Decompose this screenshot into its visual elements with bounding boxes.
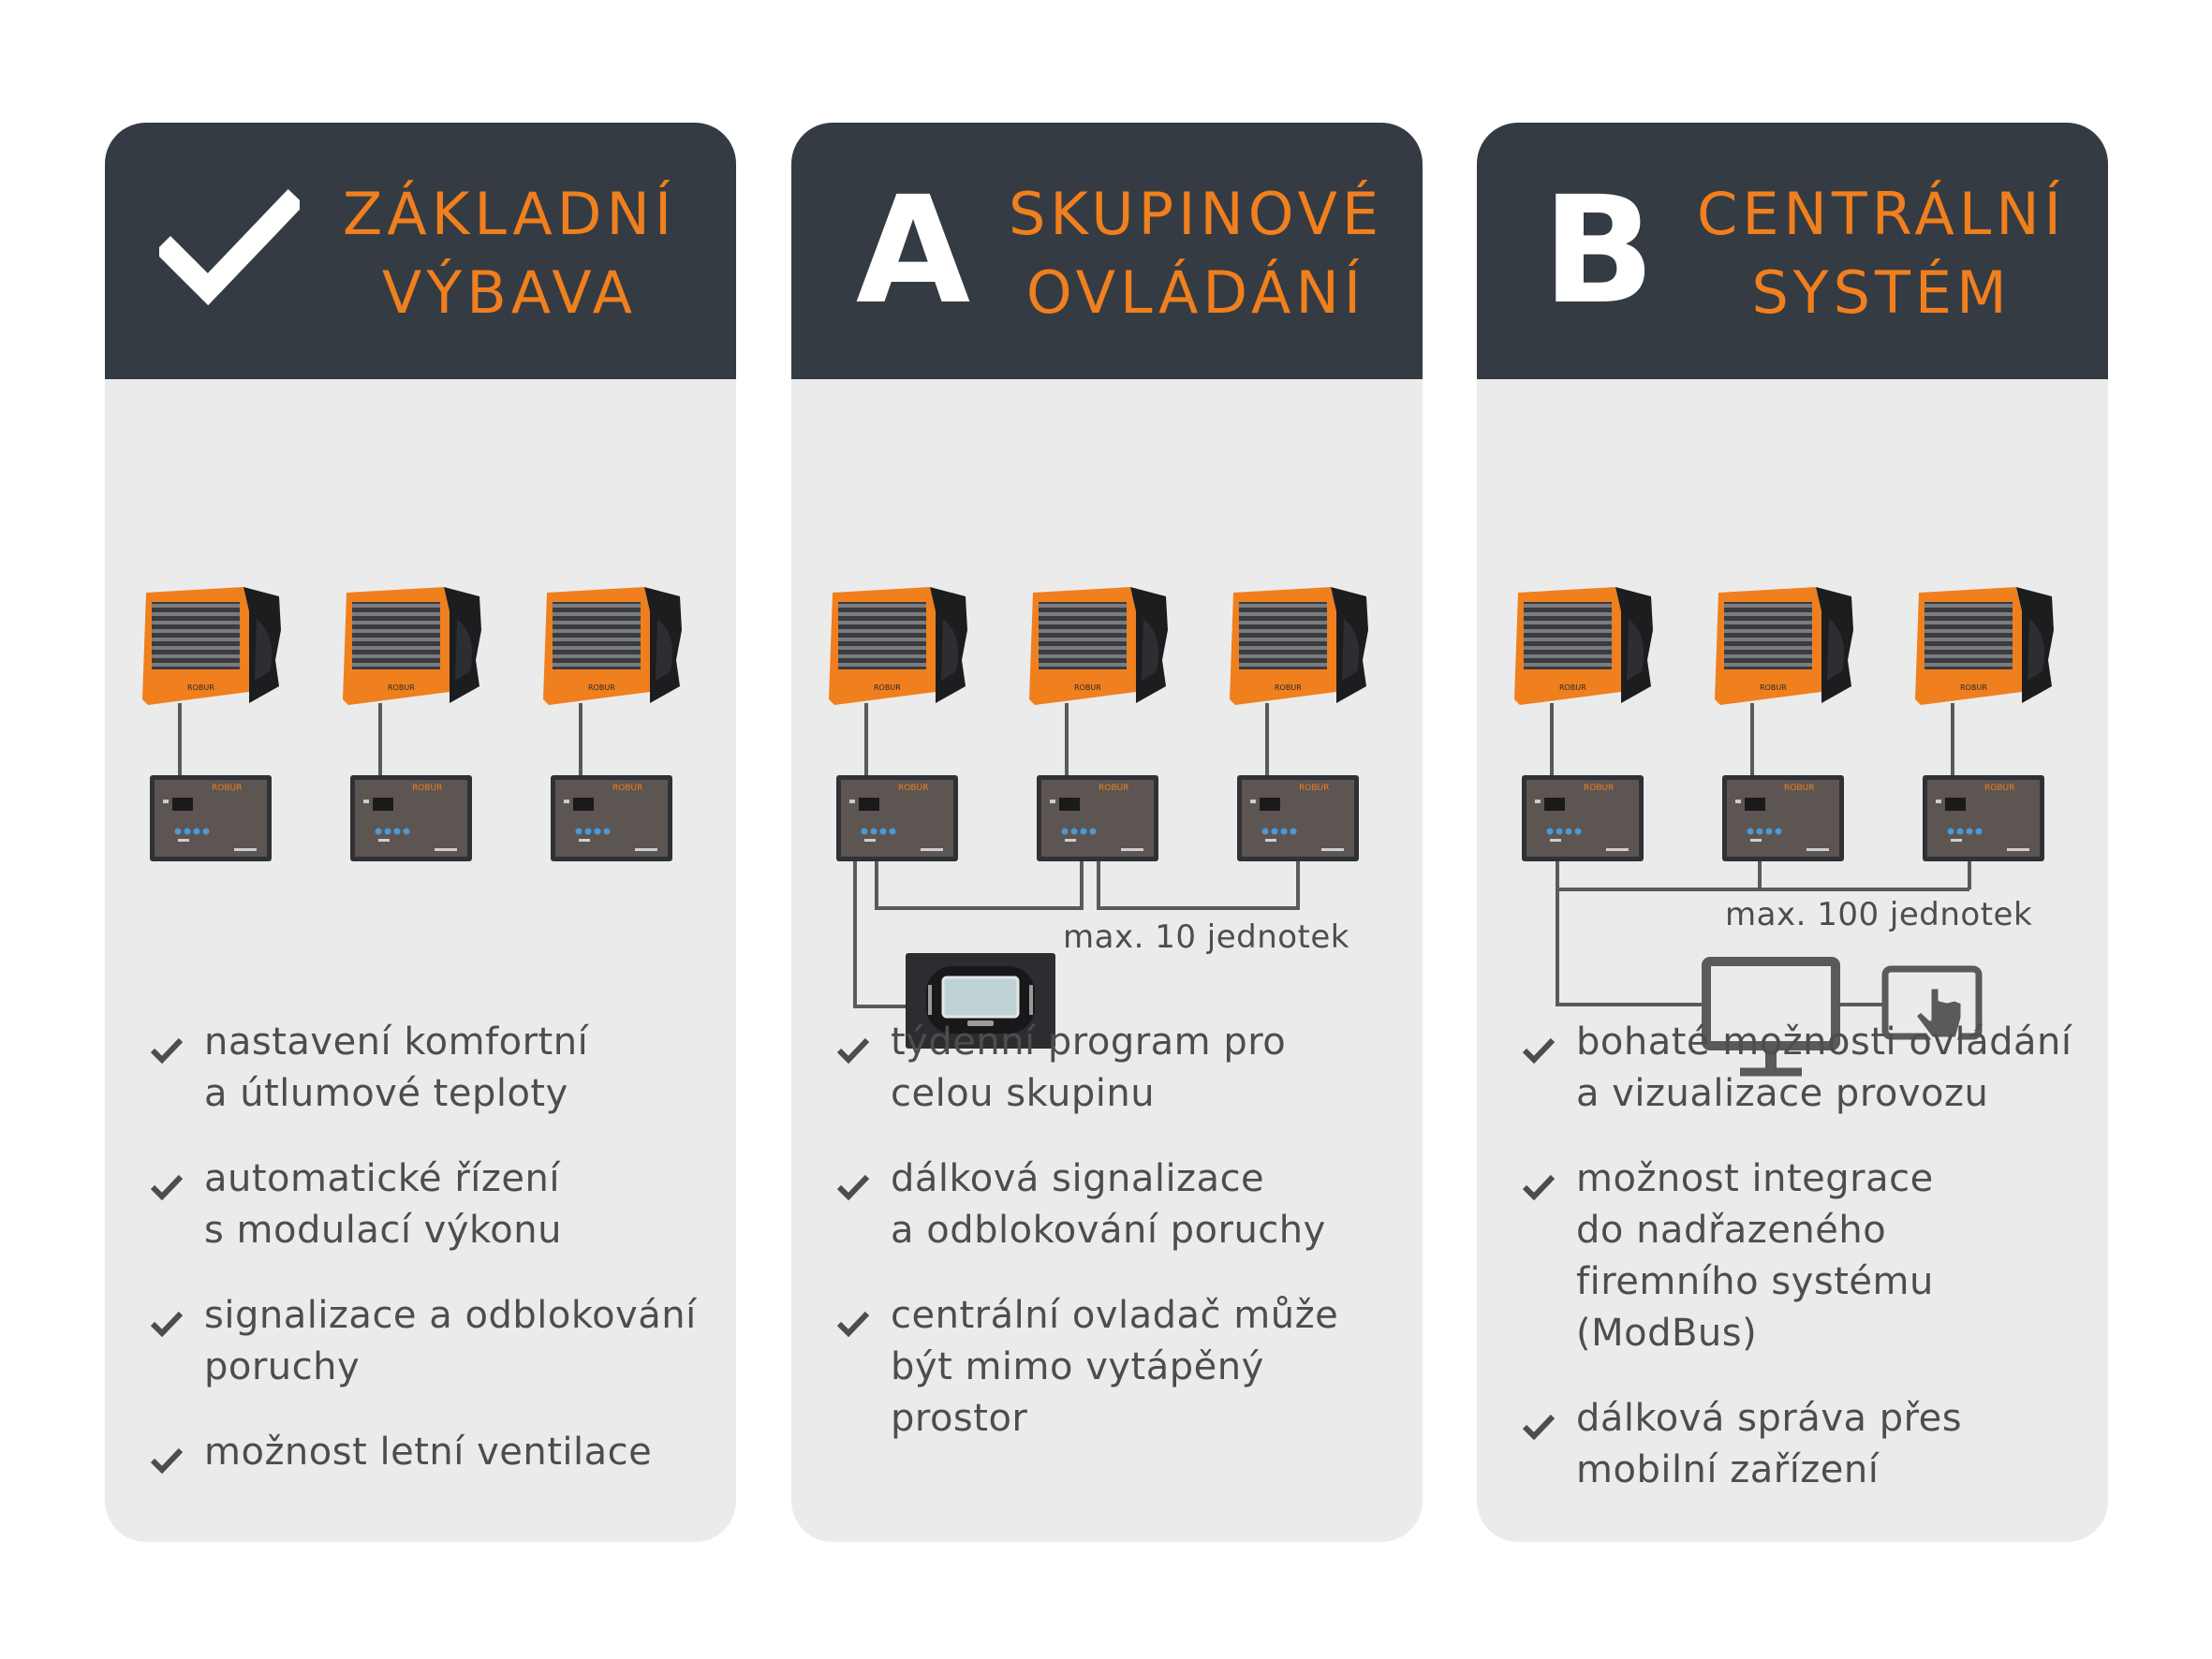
small-check-icon — [150, 1174, 184, 1201]
feature-list: týdenní program pro celou skupinu dálkov… — [836, 1017, 1408, 1478]
small-check-icon — [150, 1447, 184, 1475]
feature-item: týdenní program pro celou skupinu — [836, 1017, 1408, 1120]
card-title: SKUPINOVÉ OVLÁDÁNÍ — [994, 175, 1398, 332]
svg-text:ROBUR: ROBUR — [1784, 784, 1814, 793]
card-basic-equipment: ZÁKLADNÍ VÝBAVA ROBUR ROBUR ROBUR ROBUR … — [105, 123, 736, 1542]
equipment-diagram: ROBUR ROBUR ROBUR ROBUR ROBUR ROBUR — [1514, 587, 2054, 1077]
small-check-icon — [1522, 1174, 1556, 1201]
card-header: ZÁKLADNÍ VÝBAVA — [105, 123, 736, 379]
heater-unit: ROBUR — [1230, 587, 1368, 705]
card-title-line1: ZÁKLADNÍ — [342, 180, 677, 248]
card-title: CENTRÁLNÍ SYSTÉM — [1679, 175, 2084, 332]
heater-unit: ROBUR — [1915, 587, 2054, 705]
feature-text: týdenní program pro celou skupinu — [891, 1020, 1287, 1115]
heater-unit: ROBUR — [1029, 587, 1168, 705]
unit-controller: ROBUR — [1923, 775, 2044, 861]
heater-unit: ROBUR — [1514, 587, 1653, 705]
feature-item: nastavení komfortní a útlumové teploty — [150, 1017, 721, 1120]
monitor-icon — [1702, 957, 1840, 1077]
feature-item: možnost integrace do nadřazeného firemní… — [1522, 1153, 2093, 1359]
wiring-lines — [853, 703, 1300, 1008]
svg-text:ROBUR: ROBUR — [212, 784, 242, 793]
feature-text: možnost integrace do nadřazeného firemní… — [1576, 1157, 1934, 1355]
small-check-icon — [836, 1037, 870, 1064]
unit-controller: ROBUR — [1037, 775, 1158, 861]
svg-text:ROBUR: ROBUR — [612, 784, 642, 793]
card-title: ZÁKLADNÍ VÝBAVA — [307, 175, 712, 332]
feature-item: dálková správa přes mobilní zařízení — [1522, 1393, 2093, 1496]
feature-item: dálková signalizace a odblokování poruch… — [836, 1153, 1408, 1256]
feature-text: signalizace a odblokování poruchy — [204, 1294, 697, 1388]
small-check-icon — [836, 1174, 870, 1201]
feature-text: možnost letní ventilace — [204, 1431, 653, 1474]
unit-controller: ROBUR — [350, 775, 472, 861]
feature-text: dálková správa přes mobilní zařízení — [1576, 1397, 1963, 1491]
card-title-line2: SYSTÉM — [1751, 258, 2012, 327]
unit-controller: ROBUR — [836, 775, 958, 861]
svg-text:ROBUR: ROBUR — [898, 784, 928, 793]
svg-text:ROBUR: ROBUR — [1760, 683, 1787, 692]
card-central-system: B CENTRÁLNÍ SYSTÉM ROBUR ROBUR ROBUR ROB… — [1477, 123, 2108, 1542]
equipment-diagram: ROBUR ROBUR ROBUR ROBUR ROBUR ROBUR — [142, 587, 682, 861]
unit-controller: ROBUR — [551, 775, 672, 861]
card-title-line2: VÝBAVA — [381, 258, 638, 327]
unit-controller: ROBUR — [1522, 775, 1644, 861]
feature-item: možnost letní ventilace — [150, 1427, 721, 1478]
heater-unit: ROBUR — [343, 587, 481, 705]
equipment-diagram: ROBUR ROBUR ROBUR ROBUR ROBUR ROBUR — [829, 587, 1368, 1049]
heater-unit: ROBUR — [142, 587, 281, 705]
feature-item: automatické řízení s modulací výkonu — [150, 1153, 721, 1256]
feature-text: dálková signalizace a odblokování poruch… — [891, 1157, 1326, 1252]
svg-text:ROBUR: ROBUR — [588, 683, 615, 692]
feature-text: nastavení komfortní a útlumové teploty — [204, 1020, 589, 1115]
svg-text:ROBUR: ROBUR — [388, 683, 415, 692]
unit-controller: ROBUR — [150, 775, 272, 861]
feature-item: signalizace a odblokování poruchy — [150, 1290, 721, 1393]
check-icon — [159, 189, 300, 306]
central-controller — [906, 953, 1055, 1049]
wiring-lines — [178, 703, 582, 775]
feature-text: automatické řízení s modulací výkonu — [204, 1157, 562, 1252]
heater-unit: ROBUR — [543, 587, 682, 705]
badge-letter: B — [1541, 165, 1656, 337]
unit-controller: ROBUR — [1237, 775, 1359, 861]
feature-list: bohaté možnosti ovládání a vizualizace p… — [1522, 1017, 2093, 1530]
feature-list: nastavení komfortní a útlumové teploty a… — [150, 1017, 721, 1512]
card-title-line2: OVLÁDÁNÍ — [1025, 258, 1366, 327]
svg-text:ROBUR: ROBUR — [1960, 683, 1987, 692]
card-header: B CENTRÁLNÍ SYSTÉM — [1477, 123, 2108, 379]
svg-text:ROBUR: ROBUR — [874, 683, 901, 692]
card-title-line1: SKUPINOVÉ — [1008, 180, 1384, 248]
unit-controller: ROBUR — [1722, 775, 1844, 861]
svg-text:ROBUR: ROBUR — [1275, 683, 1302, 692]
badge-letter: A — [855, 165, 971, 337]
tablet-touch-icon — [1881, 965, 1983, 1040]
svg-text:ROBUR: ROBUR — [412, 784, 442, 793]
unit-limit-note: max. 10 jednotek — [1063, 918, 1349, 956]
feature-item: bohaté možnosti ovládání a vizualizace p… — [1522, 1017, 2093, 1120]
small-check-icon — [1522, 1037, 1556, 1064]
card-title-line1: CENTRÁLNÍ — [1697, 180, 2066, 248]
card-header: A SKUPINOVÉ OVLÁDÁNÍ — [791, 123, 1423, 379]
small-check-icon — [836, 1311, 870, 1338]
svg-text:ROBUR: ROBUR — [1559, 683, 1586, 692]
heater-unit: ROBUR — [829, 587, 967, 705]
wiring-lines — [1550, 703, 1971, 1006]
svg-text:ROBUR: ROBUR — [1299, 784, 1329, 793]
small-check-icon — [150, 1037, 184, 1064]
small-check-icon — [1522, 1414, 1556, 1441]
svg-text:ROBUR: ROBUR — [1074, 683, 1101, 692]
svg-text:ROBUR: ROBUR — [187, 683, 214, 692]
heater-unit: ROBUR — [1715, 587, 1853, 705]
svg-text:ROBUR: ROBUR — [1984, 784, 2014, 793]
unit-limit-note: max. 100 jednotek — [1725, 896, 2033, 933]
svg-text:ROBUR: ROBUR — [1099, 784, 1128, 793]
feature-text: centrální ovladač může být mimo vytápěný… — [891, 1294, 1339, 1440]
svg-text:ROBUR: ROBUR — [1584, 784, 1614, 793]
small-check-icon — [150, 1311, 184, 1338]
feature-text: bohaté možnosti ovládání a vizualizace p… — [1576, 1020, 2072, 1115]
feature-item: centrální ovladač může být mimo vytápěný… — [836, 1290, 1408, 1445]
card-group-control: A SKUPINOVÉ OVLÁDÁNÍ ROBUR ROBUR ROBUR R… — [791, 123, 1423, 1542]
